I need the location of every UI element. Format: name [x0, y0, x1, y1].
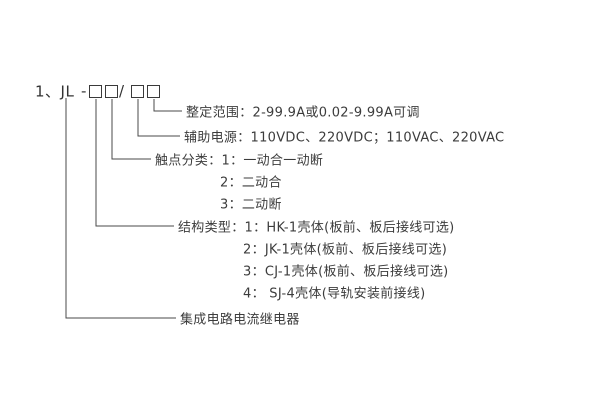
line-aux-power — [137, 99, 180, 137]
label-setting-range: 整定范围：2-99.9A或0.02-9.99A可调 — [186, 105, 420, 121]
line-product-name — [65, 98, 176, 319]
digit-box-4 — [147, 85, 160, 98]
line-contact-class — [111, 99, 151, 160]
digit-box-3 — [131, 85, 144, 98]
label-contact-class-option-2: 2：二动合 — [220, 175, 282, 191]
label-structure-type-option-2: 2：JK-1壳体(板前、板后接线可选) — [243, 242, 448, 258]
label-structure-type: 结构类型：1：HK-1壳体(板前、板后接线可选) — [178, 220, 455, 236]
digit-box-2 — [105, 85, 118, 98]
model-code-slash: / — [119, 82, 125, 100]
line-structure-type — [95, 99, 174, 227]
model-code-prefix: 1、JL — [35, 82, 75, 101]
label-aux-power: 辅助电源：110VDC、220VDC；110VAC、220VAC — [184, 130, 505, 146]
digit-box-1 — [89, 85, 102, 98]
label-structure-type-option-4: 4： SJ-4壳体(导轨安装前接线) — [243, 286, 426, 302]
model-code-dash: - — [81, 82, 87, 100]
label-structure-type-option-3: 3：CJ-1壳体(板前、板后接线可选) — [243, 264, 449, 280]
label-contact-class: 触点分类：1：一动合一动断 — [155, 153, 324, 169]
label-contact-class-option-3: 3：二动断 — [220, 197, 282, 213]
line-setting-range — [153, 99, 182, 112]
label-product-name: 集成电路电流继电器 — [180, 312, 300, 328]
